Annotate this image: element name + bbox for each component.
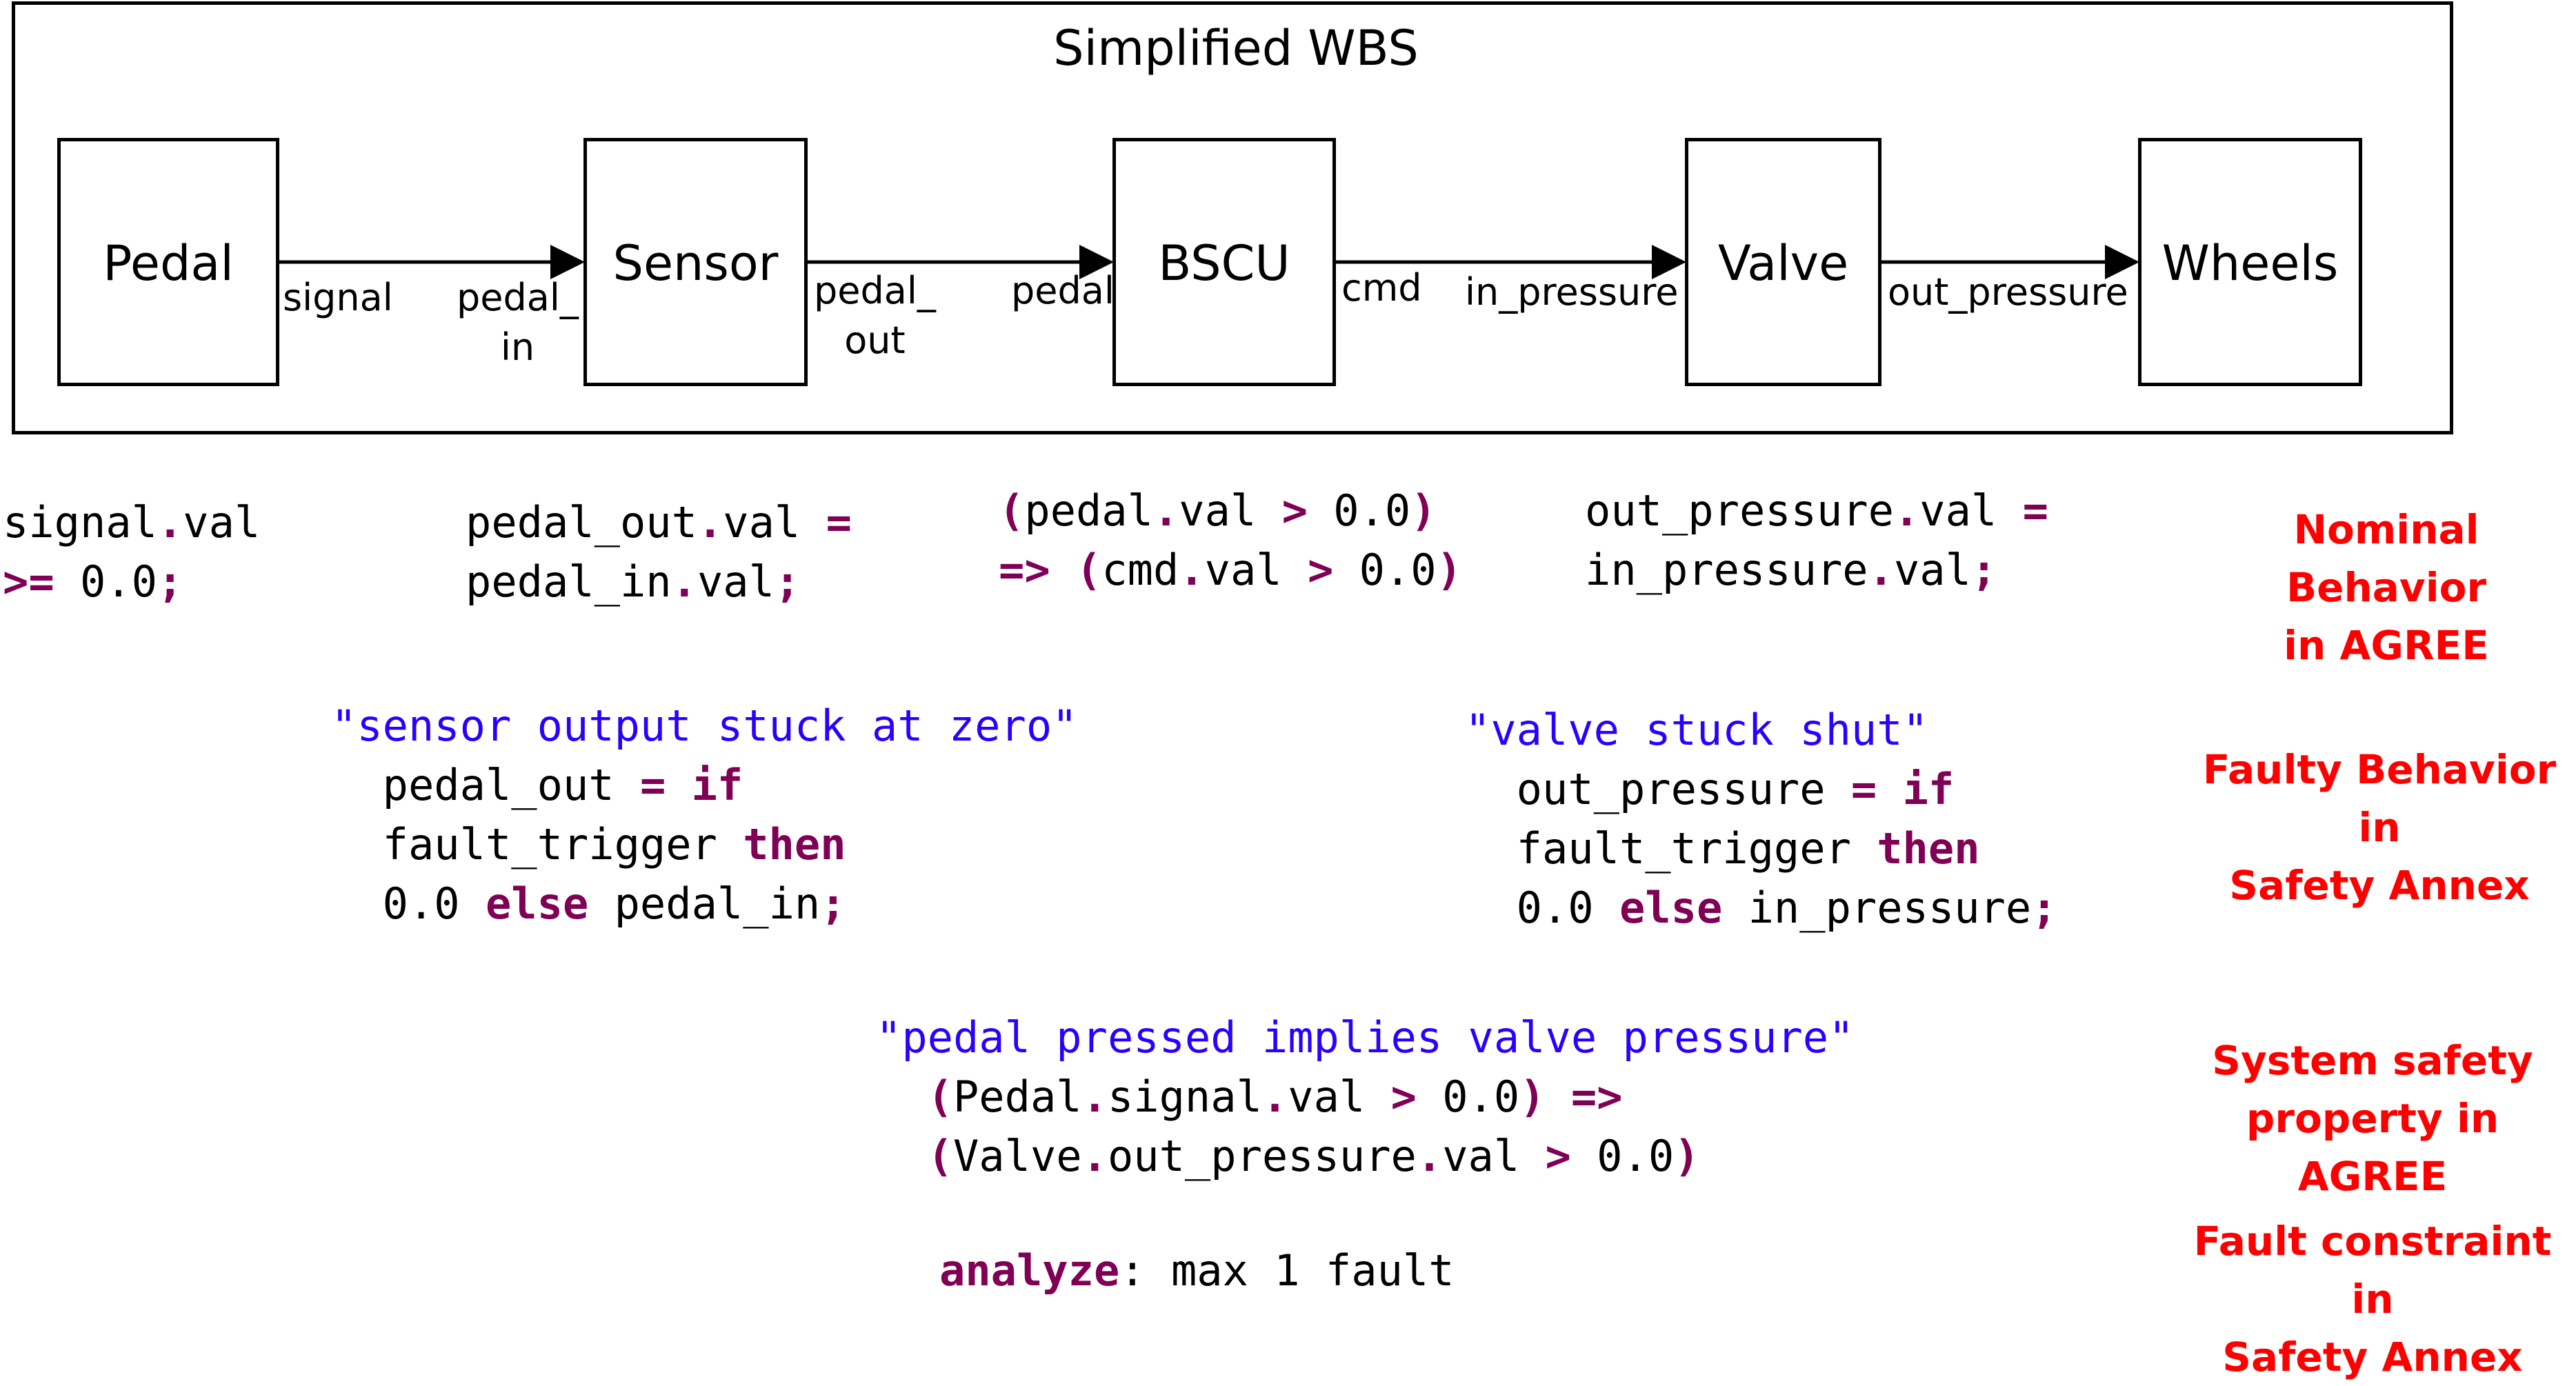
safety-property-name: "pedal pressed implies valve pressure" xyxy=(876,1012,1855,1063)
wheels-label: Wheels xyxy=(2161,235,2339,292)
fault-valve-code: "valve stuck shut" out_pressure = if fau… xyxy=(1465,705,2057,933)
pedal-label: Pedal xyxy=(103,235,234,292)
fault-valve-name: "valve stuck shut" xyxy=(1465,705,1928,755)
wheels-box: Wheels xyxy=(2138,138,2362,386)
label-nominal-behavior: Nominal Behavior in AGREE xyxy=(2284,506,2489,669)
fault-constraint-code: analyze: max 1 fault xyxy=(939,1245,1455,1296)
nominal-valve-code: out_pressure.val = in_pressure.val; xyxy=(1585,485,2048,595)
port-in-pressure: in_pressure xyxy=(1465,270,1679,314)
sensor-label: Sensor xyxy=(612,235,779,292)
port-signal: signal xyxy=(283,276,393,319)
safety-property-code: "pedal pressed implies valve pressure" (… xyxy=(876,1012,1855,1181)
nominal-sensor-code: pedal_out.val = pedal_in.val; xyxy=(466,497,852,607)
port-out-pressure: out_pressure xyxy=(1888,270,2128,314)
valve-box: Valve xyxy=(1685,138,1881,386)
nominal-bscu-code: (pedal.val > 0.0) => (cmd.val > 0.0) xyxy=(999,485,1462,595)
port-pedal-out: pedal_ out xyxy=(814,269,936,362)
nominal-pedal-code: signal.val >= 0.0; xyxy=(3,497,261,607)
bscu-label: BSCU xyxy=(1158,235,1290,292)
fault-sensor-name: "sensor output stuck at zero" xyxy=(331,701,1078,751)
label-safety-property: System safety property in AGREE xyxy=(2212,1037,2533,1200)
wbs-diagram-frame: Simplified WBS xyxy=(12,1,2453,434)
sensor-box: Sensor xyxy=(583,138,808,386)
port-pedal-in: pedal_ in xyxy=(457,276,579,369)
pedal-box: Pedal xyxy=(57,138,279,386)
valve-label: Valve xyxy=(1717,235,1849,292)
label-faulty-behavior: Faulty Behavior in Safety Annex xyxy=(2202,746,2557,909)
port-pedal: pedal xyxy=(1011,269,1115,312)
fault-sensor-code: "sensor output stuck at zero" pedal_out … xyxy=(331,701,1078,929)
diagram-title: Simplified WBS xyxy=(1053,20,1419,77)
port-cmd: cmd xyxy=(1341,266,1422,310)
connection-arrows xyxy=(279,245,2139,279)
label-fault-constraint: Fault constraint in Safety Annex xyxy=(2193,1218,2552,1380)
bscu-box: BSCU xyxy=(1112,138,1336,386)
